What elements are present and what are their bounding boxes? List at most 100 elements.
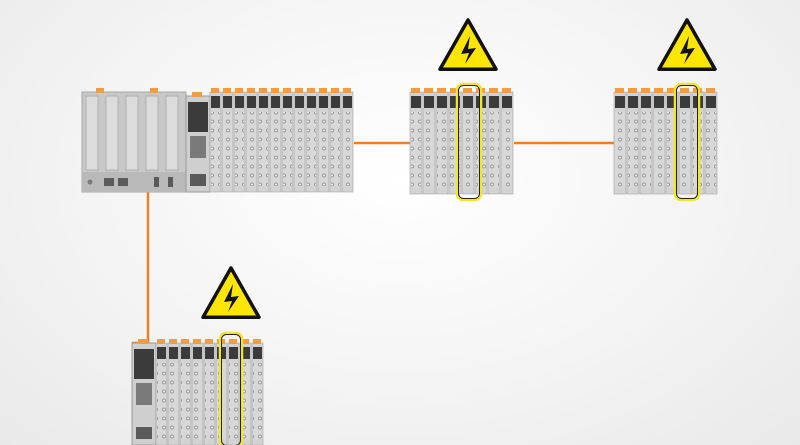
terminal-block <box>489 112 499 188</box>
warning-layer <box>201 18 717 320</box>
module-label-strip <box>667 96 677 108</box>
module-label-strip <box>229 347 238 359</box>
highlighted-module <box>673 82 701 202</box>
high-voltage-warning-icon <box>201 266 261 320</box>
module-label-strip <box>157 347 166 359</box>
module-label-strip <box>654 96 664 108</box>
module-latch <box>502 88 511 93</box>
terminal-block <box>247 112 256 186</box>
cable-link <box>132 192 150 345</box>
module-latch <box>615 88 624 93</box>
module-label-strip <box>680 96 690 108</box>
module-label-strip <box>628 96 638 108</box>
terminal-block <box>615 112 625 188</box>
module-latch <box>169 339 177 344</box>
terminal-block <box>450 112 460 188</box>
lightning-bolt <box>680 36 695 64</box>
module-latch <box>424 88 433 93</box>
terminal-block <box>295 112 304 186</box>
remote-station-2[interactable] <box>613 88 718 195</box>
usb-port[interactable] <box>154 177 159 187</box>
module-latch <box>654 88 663 93</box>
terminal-block <box>628 112 638 188</box>
terminal-block <box>343 112 352 186</box>
module-latch <box>641 88 650 93</box>
module-latch <box>235 88 243 93</box>
module-latch <box>253 339 261 344</box>
module-latch <box>223 88 231 93</box>
module-latch <box>295 88 303 93</box>
io-module-rack <box>613 88 718 195</box>
usb-port[interactable] <box>168 177 173 187</box>
module-latch <box>259 88 267 93</box>
highlight-inner-outline <box>221 334 241 445</box>
module-label-strip <box>424 96 434 108</box>
module-label-strip <box>259 96 268 108</box>
module-label-strip <box>211 96 220 108</box>
remote-station-1[interactable] <box>409 88 514 195</box>
module-latch <box>319 88 327 93</box>
terminal-block <box>271 112 280 186</box>
lightning-bolt <box>461 36 476 64</box>
module-latch <box>680 88 689 93</box>
module-label-strip <box>641 96 651 108</box>
cpu-cooling-ribs <box>85 88 179 171</box>
highlight-inner-outline <box>676 85 698 199</box>
module-label-strip <box>437 96 447 108</box>
module-latch <box>150 88 158 93</box>
module-latch <box>96 88 104 93</box>
cpu-rib <box>145 95 159 171</box>
module-label-strip <box>502 96 512 108</box>
module-label-strip <box>205 347 214 359</box>
module-latch <box>463 88 472 93</box>
terminal-block <box>235 112 244 186</box>
module-label-strip <box>450 96 460 108</box>
terminal-block <box>706 112 716 188</box>
bus-coupler <box>185 92 211 193</box>
terminal-block <box>223 112 232 186</box>
coupler-port <box>190 136 206 158</box>
module-latch <box>229 339 237 344</box>
module-label-strip <box>343 96 352 108</box>
terminal-block <box>331 112 340 186</box>
module-latch <box>331 88 339 93</box>
module-latch <box>181 339 189 344</box>
terminal-block <box>259 112 268 186</box>
terminal-block <box>502 112 512 188</box>
module-latch <box>706 88 715 93</box>
cpu-rib <box>85 95 99 171</box>
io-module-rack <box>409 88 514 195</box>
module-label-strip <box>706 96 716 108</box>
module-latch <box>450 88 459 93</box>
module-label-strip <box>271 96 280 108</box>
remote-station-3[interactable] <box>131 339 264 445</box>
ethernet-port[interactable] <box>104 178 114 186</box>
terminal-block <box>283 112 292 186</box>
module-label-strip <box>223 96 232 108</box>
high-voltage-warning-icon <box>657 18 717 72</box>
module-label-strip <box>307 96 316 108</box>
terminal-block <box>229 363 238 439</box>
io-module-rack <box>209 88 354 193</box>
ethernet-port[interactable] <box>118 178 128 186</box>
coupler-display <box>134 349 154 379</box>
terminal-block <box>211 112 220 186</box>
module-label-strip <box>235 96 244 108</box>
terminal-block <box>641 112 651 188</box>
module-label-strip <box>283 96 292 108</box>
module-latch <box>192 92 202 97</box>
module-latch <box>437 88 446 93</box>
highlight-inner-outline <box>458 85 480 199</box>
terminal-block <box>319 112 328 186</box>
terminal-block <box>667 112 677 188</box>
main-controller[interactable] <box>81 88 354 193</box>
module-latch <box>193 339 201 344</box>
module-latch <box>241 339 249 344</box>
module-latch <box>247 88 255 93</box>
terminal-block <box>205 363 214 439</box>
highlight-layer <box>218 82 701 445</box>
module-latch <box>157 339 165 344</box>
module-label-strip <box>411 96 421 108</box>
module-label-strip <box>331 96 340 108</box>
coupler-display <box>188 102 208 132</box>
